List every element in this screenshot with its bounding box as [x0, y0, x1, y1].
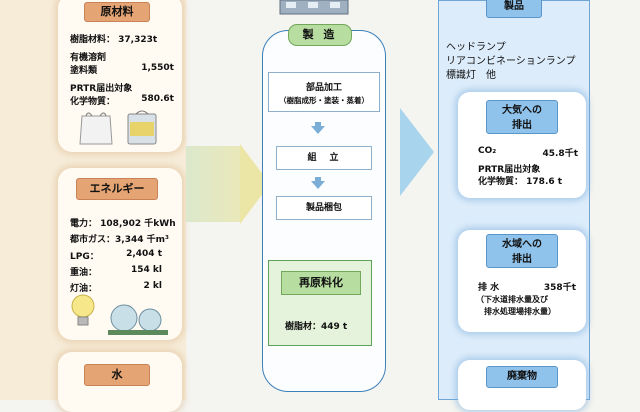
energy-box: エネルギー 電力： 108,902 千kWh 都市ガス：3,344 千m³ LP…: [58, 168, 182, 340]
input-flow-band: [186, 146, 242, 222]
packing-step: 製品梱包: [276, 196, 372, 220]
resin-row: 樹脂材料： 37,323t: [70, 35, 158, 45]
waste-box: 廃棄物: [458, 360, 586, 410]
bag-icon: [79, 112, 113, 145]
energy-title: エネルギー: [76, 178, 158, 200]
solvent-label: 有機溶剤: [70, 53, 107, 63]
prtr-label: PRTR届出対象: [70, 84, 133, 94]
water-title: 水: [84, 364, 150, 386]
water-input-box: 水: [58, 352, 182, 412]
assembly-step: 組 立: [276, 146, 372, 170]
product-marker-lamp: 標識灯 他: [446, 70, 496, 81]
products-title: 製品: [486, 0, 542, 18]
wastewater-note-2: 排水処理場排水量）: [484, 307, 556, 316]
recycling-box: 再原料化 樹脂材：449 t: [268, 260, 372, 346]
factory-icon: [279, 0, 349, 15]
water-emission-box: 水域への 排出 排 水 358千t （下水道排水量及び 排水処理場排水量）: [458, 230, 586, 332]
raw-material-box: 原材料 樹脂材料： 37,323t 有機溶剤 塗料類 1,550t PRTR届出…: [58, 0, 182, 152]
light-bulb-icon: [71, 294, 95, 326]
flow-arrow-1: [311, 126, 325, 134]
raw-material-title: 原材料: [84, 2, 150, 22]
air-emission-title: 大気への 排出: [486, 100, 558, 134]
kerosene-row: 灯油： 2 kl: [70, 281, 162, 294]
gas-tank-icon: [108, 304, 168, 335]
can-icon: [127, 110, 157, 145]
chemical-row: 化学物質： 580.6t: [70, 94, 174, 107]
water-emission-title: 水域への 排出: [486, 234, 558, 268]
recycling-title: 再原料化: [281, 271, 361, 295]
air-prtr-label: PRTR届出対象: [478, 165, 541, 175]
waste-title: 廃棄物: [486, 366, 558, 388]
wastewater-note-1: （下水道排水量及び: [476, 295, 548, 304]
flow-arrow-2-stem: [315, 177, 321, 181]
city-gas-row: 都市ガス：3,344 千m³: [70, 235, 169, 245]
parts-processing-step: 部品加工 （樹脂成形・塗装・蒸着）: [268, 72, 380, 112]
product-rear-lamp: リアコンビネーションランプ: [446, 56, 576, 67]
recycled-resin-row: 樹脂材：449 t: [285, 322, 348, 332]
wastewater-row: 排 水 358千t: [478, 283, 576, 293]
manufacturing-title: 製 造: [288, 24, 352, 46]
product-headlamp: ヘッドランプ: [446, 42, 506, 53]
output-flow-arrow: [400, 108, 434, 196]
flow-arrow-2: [311, 181, 325, 189]
output-column: [438, 0, 590, 400]
flow-arrow-1-stem: [315, 122, 321, 126]
air-emission-box: 大気への 排出 CO₂ 45.8千t PRTR届出対象 化学物質： 178.6 …: [458, 92, 586, 198]
co2-row: CO₂ 45.8千t: [478, 146, 578, 159]
lpg-row: LPG： 2,404 t: [70, 249, 162, 262]
air-chemical-row: 化学物質： 178.6 t: [478, 177, 563, 187]
heavy-oil-row: 重油： 154 kl: [70, 265, 162, 278]
paint-row: 塗料類 1,550t: [70, 63, 174, 76]
electricity-row: 電力： 108,902 千kWh: [70, 219, 176, 229]
